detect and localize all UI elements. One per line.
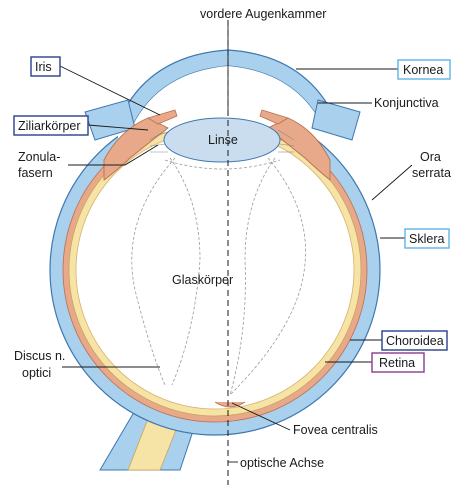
ora-label-line1: Ora bbox=[420, 150, 441, 164]
ciliary-label-box bbox=[13, 115, 89, 136]
retina-label-box bbox=[371, 352, 425, 373]
ora-label-line2: serrata bbox=[412, 166, 451, 180]
zonula-label-line2: fasern bbox=[18, 166, 53, 180]
lens-label: Linse bbox=[208, 133, 238, 147]
iris-right bbox=[259, 109, 289, 125]
anterior-chamber-label: vordere Augenkammer bbox=[200, 7, 326, 21]
iris-left bbox=[147, 109, 178, 125]
disc-label-line1: Discus n. bbox=[14, 349, 65, 363]
sclera-label: Sklera bbox=[409, 232, 444, 246]
cornea-label: Kornea bbox=[403, 63, 443, 77]
choroid-label-box bbox=[381, 330, 448, 351]
cornea-label-box bbox=[397, 59, 451, 80]
fovea-label: Fovea centralis bbox=[293, 423, 378, 437]
ciliary-body-left bbox=[103, 117, 169, 181]
vitreous-label: Glaskörper bbox=[172, 273, 233, 287]
choroid-label: Choroidea bbox=[386, 334, 444, 348]
iris-label-box bbox=[30, 56, 61, 77]
lens bbox=[163, 117, 281, 163]
ciliary-body-label: Ziliarkörper bbox=[18, 119, 81, 133]
iris-label: Iris bbox=[35, 60, 52, 74]
zonular-fibers bbox=[149, 129, 295, 153]
conjunctiva-label: Konjunctiva bbox=[374, 96, 439, 110]
sclera-label-box bbox=[404, 228, 450, 249]
retina-label: Retina bbox=[379, 356, 415, 370]
leader-lines bbox=[59, 25, 413, 463]
vitreous-canal bbox=[131, 157, 306, 396]
zonula-label-line1: Zonula- bbox=[18, 150, 60, 164]
disc-label-line2: optici bbox=[22, 366, 51, 380]
optic-axis-label: optische Achse bbox=[240, 456, 324, 470]
